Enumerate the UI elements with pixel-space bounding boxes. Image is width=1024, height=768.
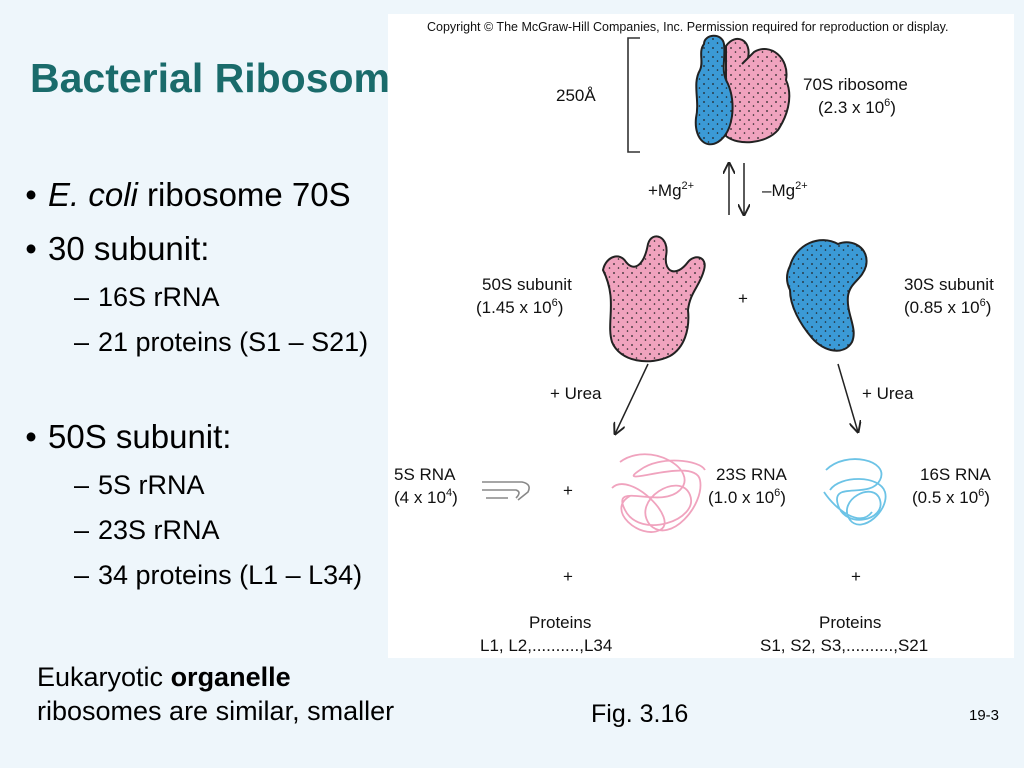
note-line2: ribosomes are similar, smaller [37, 696, 395, 726]
sub-bullet-text: 21 proteins (S1 – S21) [98, 327, 369, 357]
ribosome-70s-mass: (2.3 x 106) [818, 97, 896, 117]
ribosome-figure: Copyright © The McGraw-Hill Companies, I… [388, 14, 1014, 658]
sub-bullet-text: 23S rRNA [98, 515, 220, 545]
eukaryotic-note: Eukaryotic organelle ribosomes are simil… [37, 660, 394, 728]
proteins-right-label: Proteins [819, 613, 881, 632]
bullet-text: 30 subunit: [48, 230, 210, 267]
sub-bullet-23s: –23S rRNA [74, 515, 220, 546]
subunit-30s-graphic [786, 239, 868, 352]
bullet-dot: • [25, 418, 37, 455]
dash-marker: – [74, 282, 90, 312]
urea-label-right: + Urea [862, 384, 914, 403]
sub-bullet-text: 5S rRNA [98, 470, 205, 500]
sub-bullet-5s: –5S rRNA [74, 470, 205, 501]
subunit-50s-label: 50S subunit [482, 275, 572, 294]
sub-bullet-16s: –16S rRNA [74, 282, 220, 313]
sub-bullet-text: 16S rRNA [98, 282, 220, 312]
sub-bullet-34-proteins: –34 proteins (L1 – L34) [74, 560, 362, 591]
bullet-text: ribosome 70S [137, 176, 351, 213]
subunit-50s-mass: (1.45 x 106) [476, 297, 563, 317]
figure-reference: Fig. 3.16 [591, 700, 689, 728]
ribosome-70s-graphic [694, 34, 791, 146]
bullet-dot: • [25, 176, 37, 213]
dash-marker: – [74, 327, 90, 357]
rna-23s-label: 23S RNA [716, 465, 788, 484]
size-label: 250Å [556, 86, 596, 105]
rna-5s-label: 5S RNA [394, 465, 456, 484]
size-bracket [627, 37, 640, 153]
proteins-right-list: S1, S2, S3,..........,S21 [760, 636, 928, 655]
rna-5s-graphic [482, 481, 530, 501]
minus-mg-label: –Mg2+ [762, 180, 808, 200]
dash-marker: – [74, 560, 90, 590]
dash-marker: – [74, 515, 90, 545]
italic-organism: E. coli [48, 176, 138, 213]
proteins-left-label: Proteins [529, 613, 591, 632]
plus-sign-left-proteins: + [563, 567, 573, 586]
plus-sign-subunits: + [738, 289, 748, 308]
subunit-30s-mass: (0.85 x 106) [904, 297, 991, 317]
slide-number: 19-3 [969, 707, 1000, 724]
sub-bullet-21-proteins: –21 proteins (S1 – S21) [74, 327, 368, 358]
dash-marker: – [74, 470, 90, 500]
urea-arrow-left [615, 363, 649, 434]
plus-mg-label: +Mg2+ [648, 180, 694, 200]
rna-23s-mass: (1.0 x 106) [708, 487, 786, 507]
bullet-dot: • [25, 230, 37, 267]
rna-16s-label: 16S RNA [920, 465, 992, 484]
ribosome-70s-label: 70S ribosome [803, 75, 908, 94]
sub-bullet-text: 34 proteins (L1 – L34) [98, 560, 363, 590]
rna-5s-mass: (4 x 104) [394, 487, 458, 507]
urea-arrow-right [837, 363, 858, 432]
urea-label-left: + Urea [550, 384, 602, 403]
bullet-ecoli: • E. coli ribosome 70S [14, 176, 351, 214]
rna-16s-graphic [823, 458, 887, 526]
bullet-30s: • 30 subunit: [14, 230, 209, 268]
rna-23s-graphic [611, 453, 706, 533]
plus-sign-5s: + [563, 481, 573, 500]
bullet-text: 50S subunit: [48, 418, 232, 455]
subunit-30s-label: 30S subunit [904, 275, 994, 294]
subunit-50s-graphic [601, 235, 706, 363]
proteins-left-list: L1, L2,..........,L34 [480, 636, 612, 655]
bullet-50s: • 50S subunit: [14, 418, 231, 456]
note-prefix: Eukaryotic [37, 662, 171, 692]
note-bold: organelle [170, 662, 291, 692]
plus-sign-right-proteins: + [851, 567, 861, 586]
rna-16s-mass: (0.5 x 106) [912, 487, 990, 507]
figure-svg: Copyright © The McGraw-Hill Companies, I… [394, 20, 994, 655]
copyright-notice: Copyright © The McGraw-Hill Companies, I… [427, 20, 948, 34]
